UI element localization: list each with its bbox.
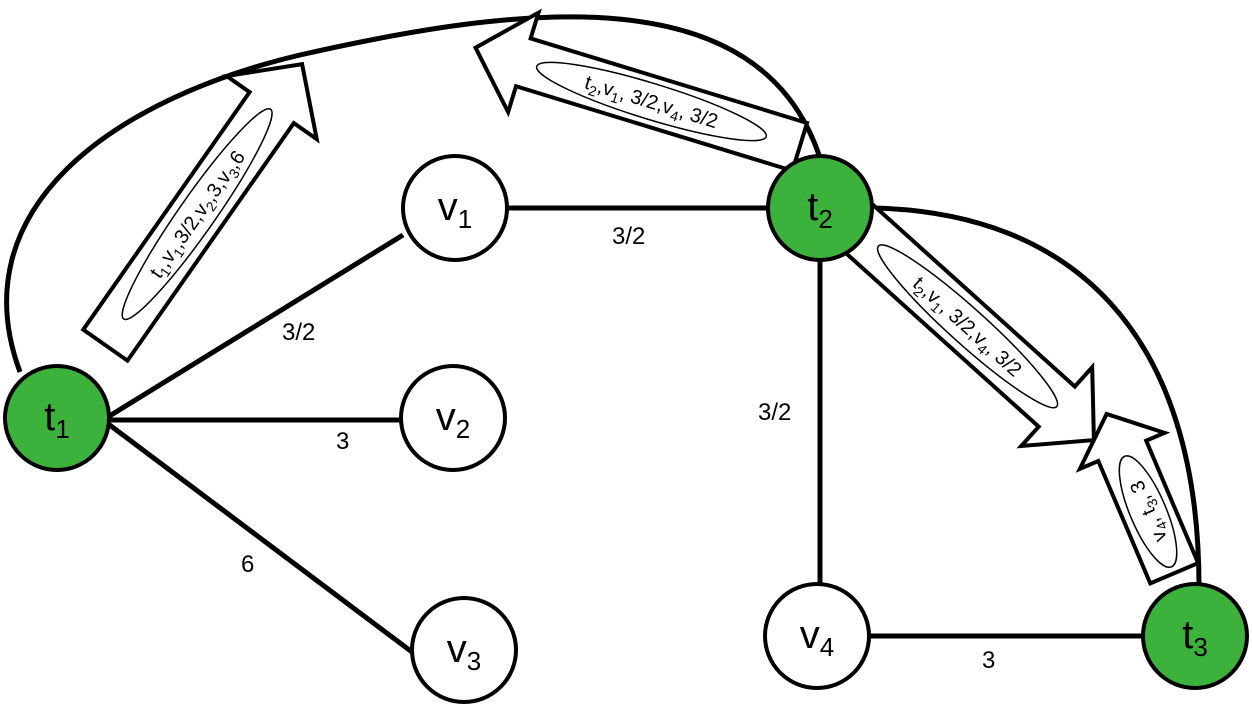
node-label-t2: t2	[807, 185, 833, 234]
message-arrow-t3: v4, t3, 3	[1075, 411, 1201, 587]
node-v3: v3	[410, 596, 518, 704]
edge-t1-v1	[101, 232, 405, 423]
node-label-v2: v2	[436, 395, 470, 444]
message-arrow-t2-down: t2,v1, 3/2,v4, 3/2	[835, 203, 1096, 449]
node-label-t1: t1	[44, 395, 70, 444]
weight-t1-v2: 3	[336, 428, 349, 455]
weight-t2-v4: 3/2	[758, 399, 791, 426]
weight-t1-v1: 3/2	[282, 319, 315, 346]
message-arrow-t2-left: t2,v1, 3/2,v4, 3/2	[472, 8, 810, 174]
node-v2: v2	[399, 364, 507, 472]
node-v1: v1	[401, 154, 509, 262]
node-t3: t3	[1141, 582, 1249, 690]
weight-v1-t2: 3/2	[612, 223, 645, 250]
node-t2: t2	[766, 154, 874, 262]
node-label-t3: t3	[1182, 613, 1208, 662]
node-label-v1: v1	[438, 185, 472, 234]
message-arrow-t1: t1,v1,3/2,v2,3,v3,6	[80, 61, 320, 364]
curve-t1-t2	[4, 14, 823, 373]
node-t1: t1	[3, 364, 111, 472]
edge-t1-v3	[101, 418, 414, 654]
node-label-v3: v3	[447, 627, 481, 676]
weight-v4-t3: 3	[982, 647, 995, 674]
node-label-v4: v4	[800, 613, 834, 662]
weight-t1-v3: 6	[241, 551, 254, 578]
node-v4: v4	[763, 582, 871, 690]
curve-t2-t3	[872, 205, 1202, 591]
